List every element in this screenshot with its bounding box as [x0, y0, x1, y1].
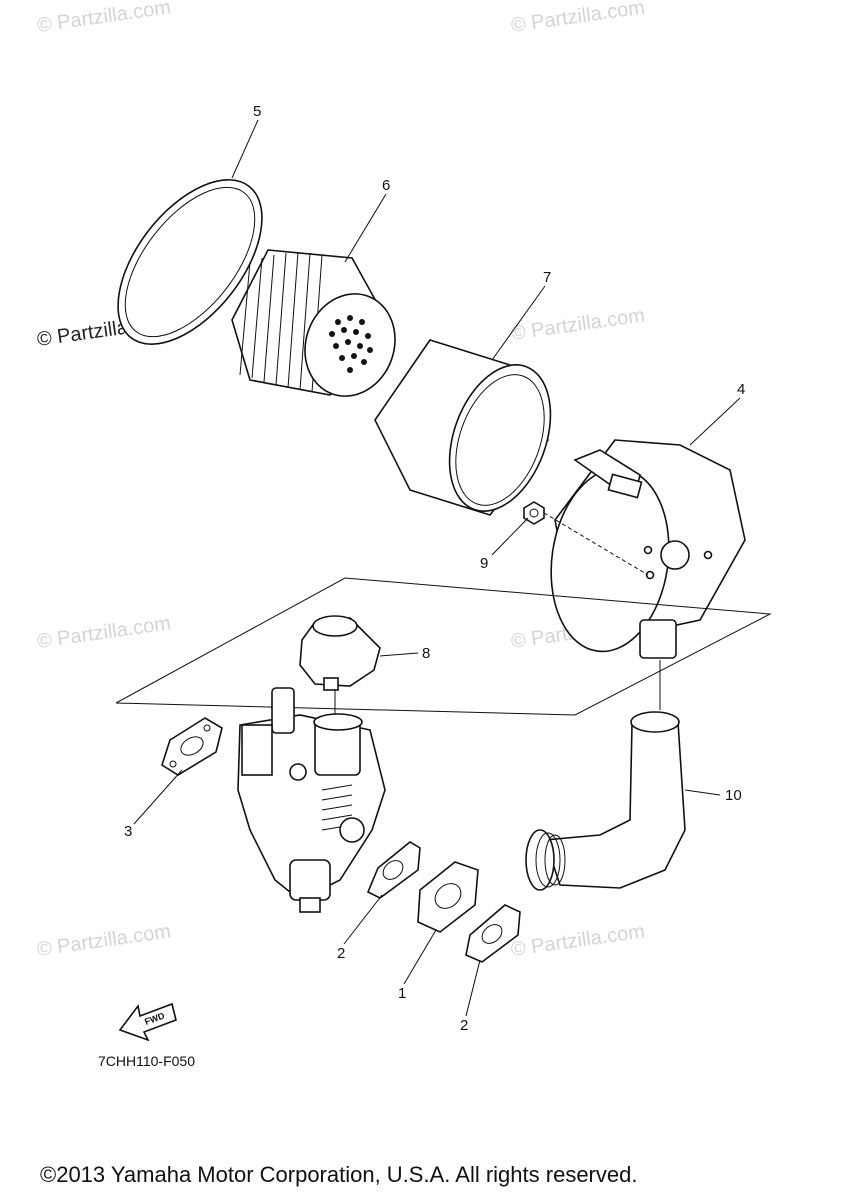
callout-5: 5	[253, 103, 261, 120]
assembly-frame	[115, 577, 772, 716]
part-9-nut	[523, 501, 545, 525]
callout-1: 1	[398, 985, 406, 1002]
watermark: © Partzilla.com	[36, 920, 173, 961]
part-2-gasket-right	[465, 904, 521, 963]
part-5-ring	[117, 179, 263, 345]
leader-lines	[133, 119, 741, 1017]
watermark: © Partzilla.com	[36, 612, 173, 653]
fwd-arrow: FWD	[118, 1002, 177, 1042]
callout-7: 7	[543, 269, 551, 286]
carburetor-assembly	[237, 687, 386, 913]
watermark: © Partzilla.com	[510, 920, 647, 961]
part-8-joint	[299, 615, 381, 720]
callout-8: 8	[422, 645, 430, 662]
callout-3: 3	[124, 823, 132, 840]
callout-6: 6	[382, 177, 390, 194]
watermark: © Partzilla.com	[510, 304, 647, 345]
part-3-gasket	[161, 717, 223, 776]
part-6-filter-element	[231, 249, 396, 397]
callout-9: 9	[480, 555, 488, 572]
callout-4: 4	[737, 381, 745, 398]
part-4-air-cleaner-case	[550, 439, 746, 659]
callout-2-left: 2	[337, 945, 345, 962]
copyright-notice: ©2013 Yamaha Motor Corporation, U.S.A. A…	[40, 1162, 637, 1187]
watermark: © Partzilla.com	[510, 0, 647, 37]
part-1-insulator	[417, 861, 479, 933]
diagram-code: 7CHH110-F050	[98, 1053, 195, 1069]
part-2-gasket-left	[366, 841, 421, 899]
part-7-foam-sleeve	[374, 339, 552, 516]
part-10-elbow-hose	[525, 711, 686, 891]
dashed-assembly-line	[543, 512, 649, 576]
callout-2-right: 2	[460, 1017, 468, 1034]
callouts: 5 6 7 4 9 8 10 3 2 1 2	[124, 103, 745, 1034]
callout-10: 10	[725, 787, 742, 804]
watermark: © Partzilla.com	[36, 0, 173, 37]
